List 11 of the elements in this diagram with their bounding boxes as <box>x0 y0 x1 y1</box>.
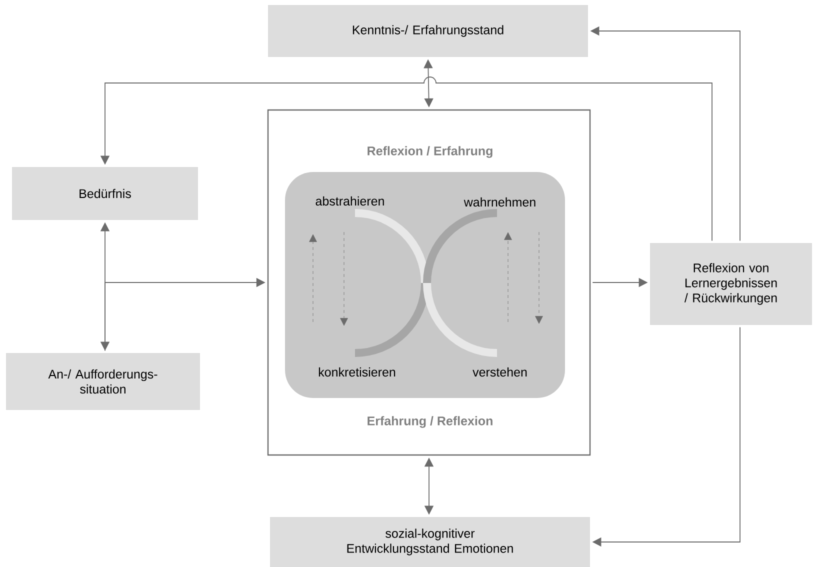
state-box: sozial-kognitiver Entwicklungsstand Emotionen <box>270 517 590 567</box>
heading: Reflexion / Erfahrung <box>368 146 492 158</box>
process-label: abstrahieren <box>316 196 384 206</box>
process-label: verstehen <box>472 367 527 377</box>
process-label: konkretisieren <box>318 367 396 377</box>
situation-box: An-/ Aufforderungs- situation <box>6 353 200 410</box>
heading: Erfahrung / Reflexion <box>368 416 492 428</box>
process-label: wahrnehmen <box>464 197 536 207</box>
state-box: Kenntnis-/ Erfahrungsstand <box>268 5 588 57</box>
need-box: Bedürfnis <box>12 167 198 220</box>
reflection-box: Reflexion von Lernergebnissen / Rückwirkungen <box>650 243 812 325</box>
